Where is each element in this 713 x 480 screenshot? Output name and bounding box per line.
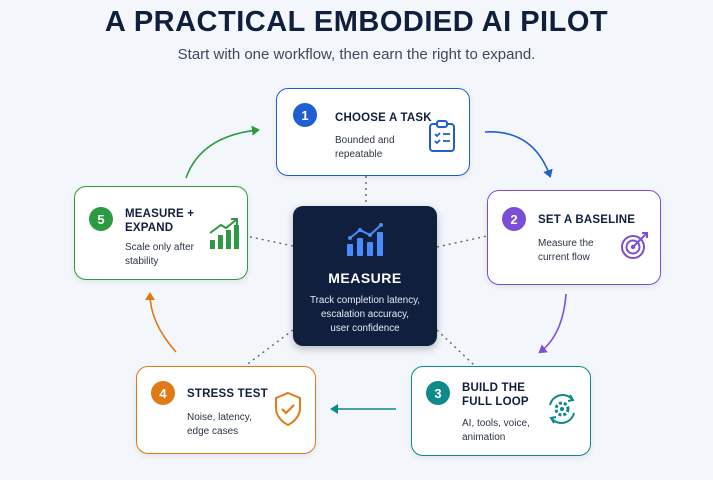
step-card-2: 2 SET A BASELINE Measure the current flo… (487, 190, 661, 285)
flow-arrow-1-to-2 (484, 131, 553, 178)
step-4-badge: 4 (151, 381, 175, 405)
center-desc: Track completion latency, escalation acc… (310, 295, 420, 334)
growth-bars-icon (209, 218, 239, 249)
step-3-title: BUILD THE FULL LOOP (462, 382, 529, 408)
step-1-title: CHOOSE A TASK (335, 112, 432, 124)
step-5-badge: 5 (89, 207, 113, 231)
step-1-badge: 1 (293, 103, 317, 127)
step-3-badge: 3 (426, 381, 450, 405)
target-icon (621, 232, 648, 259)
page-title: A PRACTICAL EMBODIED AI PILOT (104, 6, 609, 38)
step-2-badge: 2 (502, 207, 526, 231)
gear-cycle-icon (549, 394, 575, 424)
step-4-desc: Noise, latency, edge cases (187, 412, 252, 437)
connector-2 (436, 235, 488, 248)
step-card-3: 3 BUILD THE FULL LOOP AI, tools, voice, … (411, 366, 591, 456)
connector-5 (245, 235, 294, 247)
step-4-title: STRESS TEST (187, 388, 268, 400)
step-5-desc: Scale only after stability (125, 242, 194, 267)
connector-3 (436, 329, 476, 367)
flow-arrow-5-to-1 (185, 125, 260, 179)
center-title: MEASURE (328, 270, 402, 286)
step-card-1: 1 CHOOSE A TASK Bounded and repeatable (276, 88, 470, 176)
step-3-desc: AI, tools, voice, animation (462, 418, 530, 443)
center-measure-panel: MEASURE Track completion latency, escala… (293, 206, 437, 346)
step-2-title: SET A BASELINE (538, 214, 636, 226)
bar-chart-trend-icon (347, 223, 383, 256)
clipboard-checklist-icon (429, 120, 455, 152)
step-5-title: MEASURE + EXPAND (125, 208, 195, 234)
connector-4 (244, 329, 294, 367)
step-card-5: 5 MEASURE + EXPAND Scale only after stab… (74, 186, 248, 280)
page-subtitle: Start with one workflow, then earn the r… (177, 46, 536, 63)
step-2-desc: Measure the current flow (538, 238, 594, 263)
step-1-desc: Bounded and repeatable (335, 135, 395, 160)
shield-check-icon (275, 391, 301, 427)
flow-arrow-2-to-3 (538, 293, 567, 354)
flow-arrow-4-to-5 (145, 292, 177, 353)
step-card-4: 4 STRESS TEST Noise, latency, edge cases (136, 366, 316, 454)
